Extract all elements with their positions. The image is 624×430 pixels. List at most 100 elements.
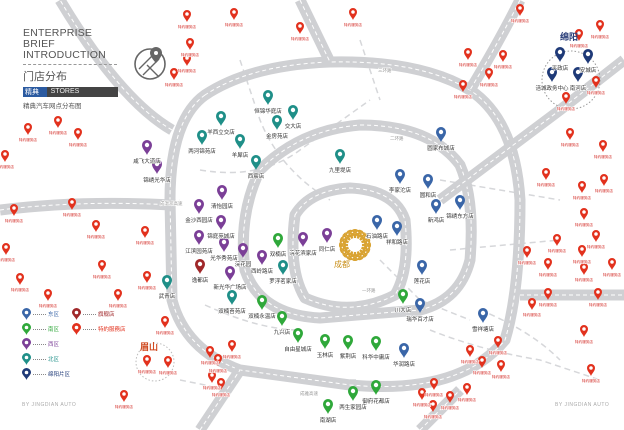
special-store-pin[interactable] [143, 355, 151, 367]
store-pin-north[interactable] [251, 155, 261, 170]
special-store-pin[interactable] [16, 273, 24, 285]
special-store-pin[interactable] [497, 360, 505, 372]
store-pin-north[interactable] [235, 134, 245, 149]
special-store-pin[interactable] [544, 288, 552, 300]
store-pin-west[interactable] [216, 215, 226, 230]
store-pin-north[interactable] [162, 275, 172, 290]
special-store-pin[interactable] [206, 346, 214, 358]
store-pin-flagship[interactable] [195, 259, 205, 274]
special-store-pin[interactable] [44, 289, 52, 301]
special-store-pin[interactable] [2, 243, 10, 255]
store-pin-east[interactable] [423, 174, 433, 189]
special-store-pin[interactable] [430, 378, 438, 390]
special-store-pin[interactable] [464, 48, 472, 60]
store-pin-east[interactable] [392, 221, 402, 236]
special-store-pin[interactable] [24, 123, 32, 135]
special-store-pin[interactable] [587, 364, 595, 376]
special-store-pin[interactable] [161, 316, 169, 328]
special-store-pin[interactable] [466, 345, 474, 357]
special-store-pin[interactable] [429, 400, 437, 412]
special-store-pin[interactable] [170, 68, 178, 80]
special-store-pin[interactable] [228, 340, 236, 352]
store-pin-west[interactable] [238, 243, 248, 258]
special-store-pin[interactable] [208, 371, 216, 383]
special-store-pin[interactable] [542, 168, 550, 180]
store-pin-north[interactable] [197, 130, 207, 145]
special-store-pin[interactable] [494, 336, 502, 348]
special-store-pin[interactable] [164, 356, 172, 368]
special-store-pin[interactable] [592, 230, 600, 242]
special-store-pin[interactable] [608, 258, 616, 270]
store-pin-south[interactable] [371, 336, 381, 351]
special-store-pin[interactable] [478, 356, 486, 368]
special-store-pin[interactable] [575, 29, 583, 41]
store-pin-south[interactable] [320, 334, 330, 349]
special-store-pin[interactable] [459, 80, 467, 92]
special-store-pin[interactable] [230, 8, 238, 20]
special-store-pin[interactable] [592, 76, 600, 88]
store-pin-south[interactable] [398, 289, 408, 304]
store-pin-north[interactable] [227, 290, 237, 305]
special-store-pin[interactable] [596, 20, 604, 32]
special-store-pin[interactable] [349, 8, 357, 20]
special-store-pin[interactable] [183, 10, 191, 22]
store-pin-east[interactable] [395, 169, 405, 184]
special-store-pin[interactable] [183, 54, 191, 66]
store-pin-south[interactable] [371, 380, 381, 395]
store-pin-south[interactable] [273, 233, 283, 248]
special-store-pin[interactable] [553, 234, 561, 246]
special-store-pin[interactable] [580, 263, 588, 275]
store-pin-south[interactable] [323, 399, 333, 414]
special-store-pin[interactable] [600, 174, 608, 186]
special-store-pin[interactable] [54, 116, 62, 128]
special-store-pin[interactable] [499, 50, 507, 62]
special-store-pin[interactable] [120, 390, 128, 402]
special-store-pin[interactable] [217, 378, 225, 390]
special-store-pin[interactable] [523, 246, 531, 258]
store-pin-west[interactable] [219, 237, 229, 252]
special-store-pin[interactable] [114, 289, 122, 301]
store-pin-west[interactable] [225, 266, 235, 281]
special-store-pin[interactable] [68, 198, 76, 210]
special-store-pin[interactable] [580, 325, 588, 337]
special-store-pin[interactable] [566, 128, 574, 140]
store-pin-south[interactable] [257, 295, 267, 310]
special-store-pin[interactable] [446, 391, 454, 403]
special-store-pin[interactable] [580, 208, 588, 220]
store-pin-south[interactable] [343, 335, 353, 350]
store-pin-east[interactable] [399, 343, 409, 358]
store-pin-mianyang[interactable] [583, 49, 593, 64]
special-store-pin[interactable] [1, 150, 9, 162]
store-pin-east[interactable] [431, 199, 441, 214]
store-pin-west[interactable] [142, 140, 152, 155]
store-pin-west[interactable] [322, 228, 332, 243]
store-pin-west[interactable] [152, 159, 162, 174]
special-store-pin[interactable] [296, 22, 304, 34]
special-store-pin[interactable] [544, 258, 552, 270]
store-pin-west[interactable] [194, 199, 204, 214]
store-pin-south[interactable] [277, 311, 287, 326]
special-store-pin[interactable] [594, 288, 602, 300]
special-store-pin[interactable] [186, 38, 194, 50]
special-store-pin[interactable] [578, 245, 586, 257]
store-pin-west[interactable] [194, 230, 204, 245]
store-pin-east[interactable] [478, 308, 488, 323]
store-pin-east[interactable] [372, 215, 382, 230]
special-store-pin[interactable] [599, 140, 607, 152]
special-store-pin[interactable] [10, 204, 18, 216]
special-store-pin[interactable] [214, 354, 222, 366]
special-store-pin[interactable] [74, 128, 82, 140]
store-pin-south[interactable] [348, 386, 358, 401]
store-pin-mianyang[interactable] [547, 67, 557, 82]
special-store-pin[interactable] [463, 383, 471, 395]
special-store-pin[interactable] [516, 4, 524, 16]
store-pin-west[interactable] [257, 250, 267, 265]
special-store-pin[interactable] [98, 260, 106, 272]
special-store-pin[interactable] [418, 388, 426, 400]
store-pin-north[interactable] [263, 90, 273, 105]
special-store-pin[interactable] [485, 68, 493, 80]
store-pin-north[interactable] [278, 260, 288, 275]
store-pin-east[interactable] [436, 127, 446, 142]
store-pin-north[interactable] [216, 111, 226, 126]
special-store-pin[interactable] [528, 298, 536, 310]
